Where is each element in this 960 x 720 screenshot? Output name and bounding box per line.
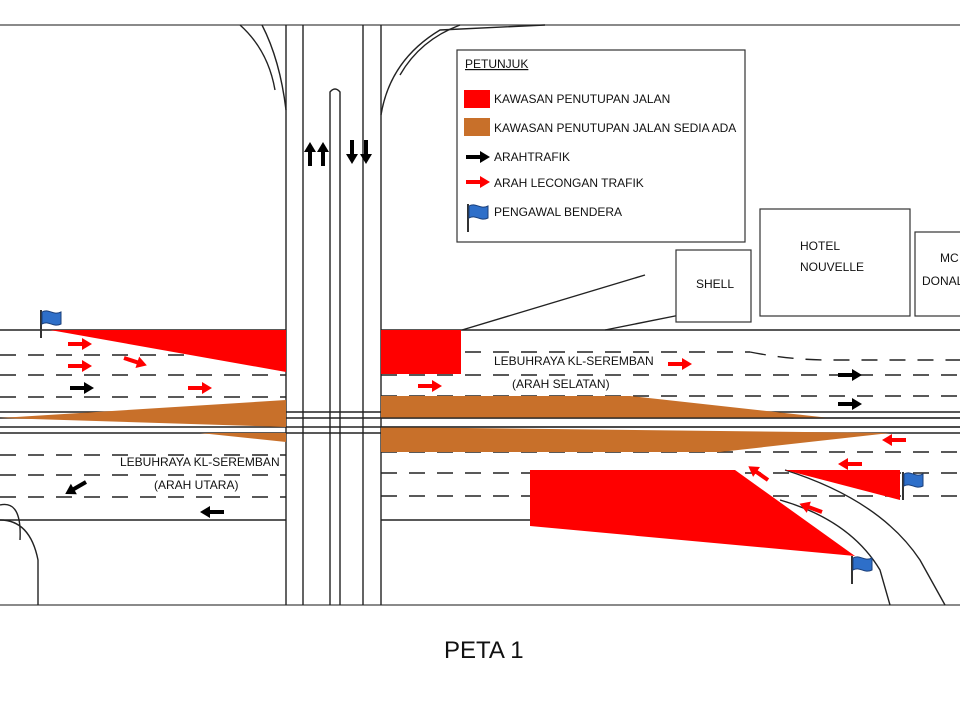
black-arrow-icon	[304, 142, 316, 166]
buildings	[675, 208, 960, 323]
black-arrow-icon	[200, 506, 224, 518]
shell-label: SHELL	[696, 277, 734, 291]
legend-item-flag-marshal: PENGAWAL BENDERA	[494, 205, 622, 219]
road-label-south-line1: LEBUHRAYA KL-SEREMBAN	[494, 354, 654, 368]
shell-building	[675, 249, 752, 323]
legend-red-swatch	[464, 90, 490, 108]
existing-closure-areas	[0, 396, 890, 452]
existing-closure-west	[0, 400, 286, 427]
red-arrow-icon	[668, 358, 692, 370]
red-arrow-icon	[188, 382, 212, 394]
north-south-road	[239, 24, 546, 605]
black-arrow-icon	[838, 369, 862, 381]
closure-east-block	[381, 330, 461, 374]
legend-item-closure: KAWASAN PENUTUPAN JALAN	[494, 92, 670, 106]
existing-closure-east-lower	[381, 427, 890, 452]
black-arrow-icon	[346, 140, 358, 164]
hotel-label-line1: HOTEL	[800, 239, 840, 253]
mcdonalds-label-line2: DONAL	[922, 274, 960, 288]
closure-southeast	[530, 470, 855, 556]
red-arrow-icon	[882, 434, 906, 446]
blue-flag-icon	[40, 309, 62, 339]
legend-item-traffic-direction: ARAHTRAFIK	[494, 150, 570, 164]
legend-item-existing-closure: KAWASAN PENUTUPAN JALAN SEDIA ADA	[494, 121, 736, 135]
black-arrow-icon	[70, 382, 94, 394]
legend-title: PETUNJUK	[465, 57, 528, 71]
closure-east-taper	[785, 470, 900, 500]
legend: PETUNJUK KAWASAN PENUTUPAN JALAN KAWASAN…	[456, 49, 746, 243]
road-label-north-line1: LEBUHRAYA KL-SEREMBAN	[120, 455, 280, 469]
closure-west-taper	[50, 330, 286, 372]
hotel-nouvelle-building	[759, 208, 911, 317]
black-arrow-icon	[838, 398, 862, 410]
road-label-south-line2: (ARAH SELATAN)	[512, 377, 610, 391]
map-frame	[0, 24, 960, 606]
blue-flag-icon	[851, 555, 873, 585]
red-arrow-icon	[838, 458, 862, 470]
black-arrow-icon	[317, 142, 329, 166]
closure-areas	[50, 330, 900, 556]
existing-closure-west-lower	[200, 433, 286, 442]
red-arrow-icon	[418, 380, 442, 392]
black-arrow-icon	[62, 476, 89, 500]
red-arrow-icon	[68, 360, 92, 372]
legend-item-detour: ARAH LECONGAN TRAFIK	[494, 176, 644, 190]
black-arrow-icon	[360, 140, 372, 164]
red-arrow-icon	[68, 338, 92, 350]
map-caption: PETA 1	[444, 637, 524, 664]
mcdonalds-building	[914, 231, 960, 317]
road-label-north-line2: (ARAH UTARA)	[154, 478, 238, 492]
hotel-label-line2: NOUVELLE	[800, 260, 864, 274]
mcdonalds-label-line1: MC	[940, 251, 959, 265]
existing-closure-east	[381, 396, 830, 418]
legend-brown-swatch	[464, 118, 490, 136]
